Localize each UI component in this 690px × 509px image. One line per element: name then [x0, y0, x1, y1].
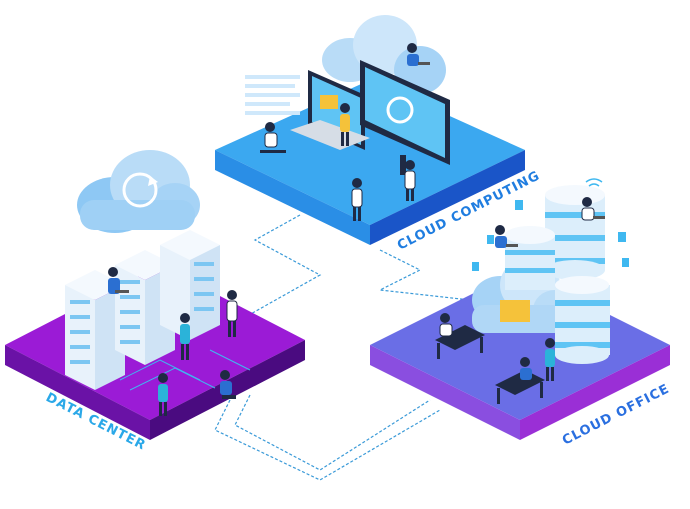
- cloud-office-platform-left: [370, 345, 520, 440]
- person-standing-icon: [545, 338, 555, 381]
- office-desk: [495, 357, 545, 404]
- wifi-icon: [585, 178, 603, 187]
- database-icon: [505, 226, 555, 290]
- cloud-computing-platform-right: [370, 150, 525, 245]
- database-icon: [555, 276, 610, 364]
- person-standing-icon: [404, 160, 416, 201]
- cloud-computing-platform-left: [215, 150, 370, 245]
- connector-datacenter-to-office-2: [234, 394, 431, 471]
- office-desk: [435, 313, 485, 359]
- circuit-lines: [119, 349, 251, 391]
- cloud-computing-platform: CLOUD COMPUTING: [215, 15, 543, 254]
- connector-computing-to-datacenter: [239, 214, 322, 321]
- person-sitting-icon: [220, 370, 236, 399]
- person-with-laptop-icon: [108, 267, 129, 294]
- person-standing-icon: [180, 313, 190, 360]
- person-standing-icon: [351, 178, 363, 221]
- server-rack: [160, 230, 220, 340]
- person-with-laptop-icon: [495, 225, 518, 248]
- person-standing-icon: [226, 290, 238, 337]
- person-standing-icon: [340, 103, 350, 146]
- person-with-laptop-icon: [581, 197, 605, 221]
- data-center-platform-left: [5, 345, 150, 440]
- connector-computing-to-office: [377, 249, 471, 301]
- monitor-icon: [290, 70, 370, 150]
- connector-lines: [214, 214, 471, 481]
- person-sitting-icon: [260, 122, 286, 153]
- person-with-laptop-icon: [407, 43, 430, 66]
- monitor-icon: [360, 60, 450, 175]
- cloud-office-platform-right: [520, 345, 670, 440]
- document-icon: [472, 200, 629, 271]
- connector-datacenter-to-office: [214, 399, 441, 481]
- data-center-platform: DATA CENTER: [5, 150, 305, 454]
- data-panel: [245, 75, 300, 115]
- data-center-cloud-icon: [77, 150, 200, 233]
- cloud-office-platform: CLOUD OFFICE: [370, 178, 672, 449]
- person-with-tablet-icon: [158, 373, 168, 416]
